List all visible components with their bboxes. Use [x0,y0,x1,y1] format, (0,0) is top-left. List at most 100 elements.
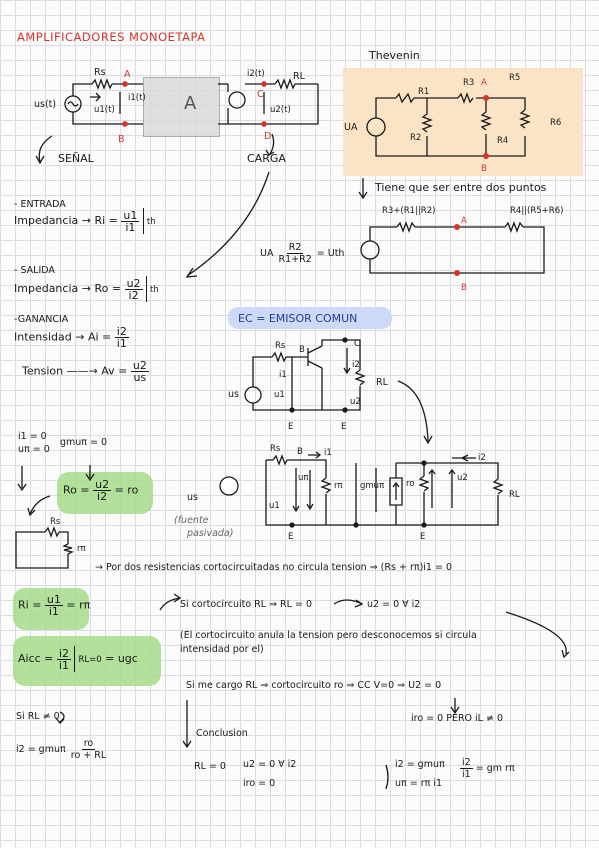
iro-line: iro = 0 PERO iL ≠ 0 [411,713,504,724]
thev-r5: R5 [509,73,521,83]
label-senal: SEÑAL [58,152,94,165]
ro-den: i2 [97,490,108,503]
ss-u1: u1 [269,501,280,511]
ganancia-ten-num: u2 [130,359,149,372]
thev-r1: R1 [418,87,430,97]
final-rl0: RL = 0 [194,761,226,772]
ro-rpi: rπ [77,544,86,554]
thev-eq-a: A [461,216,467,226]
ss-rpi: rπ [334,481,343,491]
aicc-highlight [13,636,161,686]
entrada-label: Impedancia → Ri = [14,214,118,227]
salida-den: i2 [128,288,139,302]
ganancia-int-label: Intensidad → Ai = [14,330,112,344]
cargo-line: Si me cargo RL ⇒ cortocircuito ro ⇒ CC V… [186,680,442,691]
ri-highlight [13,588,89,630]
ri-den: i1 [48,605,59,618]
short-result: u2 = 0 ∀ i2 [367,599,421,610]
short-note1: (El cortocircuito anula la tension pero … [180,630,477,641]
salida-num: u2 [124,276,143,290]
ss-u2: u2 [457,473,468,483]
salida-sub: th [150,285,159,295]
ec-i1: i1 [279,370,287,380]
ec-circuit [244,337,433,445]
ec-title-highlight [228,307,392,329]
ec-u1: u1 [274,390,285,400]
ro-num: u2 [93,478,112,491]
entrada-den: i1 [125,220,136,234]
ss-upi: uπ [298,473,309,483]
ss-pasivada: pasivada) [187,528,234,539]
ss-fuente: (fuente [174,515,209,526]
ec-b: B [299,345,305,355]
ss-i2: i2 [478,453,486,463]
ro-cond1: i1 = 0 [18,431,47,442]
label-i2: i2(t) [247,69,265,79]
ro-cond2: uπ = 0 [18,444,50,455]
ss-i1: i1 [324,448,332,458]
final-iro: iro = 0 [243,778,276,789]
thev-node-b: B [481,164,487,174]
label-u1: u1(t) [94,105,115,115]
ec-rs: Rs [275,341,286,351]
ec-e2: E [341,422,347,432]
thev-eq-b: B [461,283,467,293]
ganancia-int-den: i1 [116,337,127,350]
thev-r6: R6 [550,118,562,128]
aicc-num: i2 [56,646,71,660]
short-note2: intensidad por el) [180,644,264,655]
ri-result: = rπ [66,598,91,612]
final-den: i1 [462,769,471,780]
label-carga: CARGA [247,152,286,165]
thev-eq-rleft: R3+(R1||R2) [382,206,436,216]
thevenin-equivalent [185,171,545,278]
ro-gm: gmuπ = 0 [60,437,108,448]
rl-cond: Si RL ≠ 0 [16,711,60,722]
short-line: Si cortocircuito RL ⇒ RL = 0 [180,599,312,610]
small-signal-circuit [219,451,504,528]
ganancia-ten-label: Tension ——→ Av = [22,364,128,378]
final-num: i2 [460,757,473,769]
label-us: us(t) [34,99,57,110]
ro-label: Ro = [63,483,90,497]
ss-b: B [297,447,303,457]
ro-rs: Rs [50,517,61,527]
aicc-cond: RL=0 [78,655,102,665]
ro-equivalent-circuit [15,465,95,569]
thev-eq-rright: R4||(R5+R6) [510,206,564,216]
amplifier-label: A [184,93,197,114]
ss-rs: Rs [270,444,281,454]
entrada-num: u1 [121,208,140,222]
amplifier-box [143,77,220,137]
ec-title: EC = EMISOR COMUN [238,312,358,325]
salida-head: - SALIDA [14,265,55,276]
ganancia-int-num: i2 [114,325,129,338]
ro-highlight [57,472,153,514]
ss-e1: E [288,532,294,542]
thev-eq-ua: UA [260,248,274,259]
thev-eq-den: R1+R2 [278,254,312,265]
entrada-sub: th [146,217,156,227]
ganancia-head: -GANANCIA [14,314,69,325]
salida-label: Impedancia → Ro = [14,282,122,295]
aicc-result: = ugc [105,652,138,665]
top-circuit [35,78,319,165]
page-title: AMPLIFICADORES MONOETAPA [17,30,206,44]
ri-label: Ri = [18,598,42,612]
ec-us: us [228,389,239,400]
rl-label: i2 = gmuπ [16,744,66,755]
thevenin-note: Tiene que ser entre dos puntos [375,181,547,194]
ec-rl: RL [376,377,388,388]
final-i2: i2 = gmuπ [395,759,445,770]
label-i1: i1(t) [128,93,146,103]
label-u2: u2(t) [270,105,291,115]
